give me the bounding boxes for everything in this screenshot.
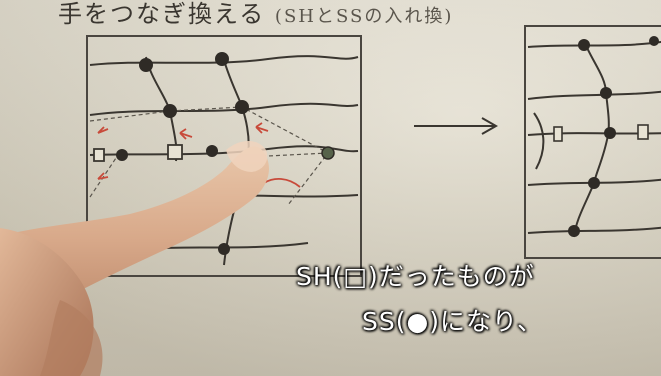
right-diagram-drawing xyxy=(527,36,661,238)
horizontal-line-1 xyxy=(89,55,359,66)
subtitle-line-2: SS(●)になり、 xyxy=(362,307,544,336)
dot-marker-icon xyxy=(218,243,230,255)
dot-marker-icon xyxy=(139,58,153,72)
dashed-guide-3 xyxy=(89,154,119,198)
dot-marker-icon xyxy=(215,52,229,66)
dot-marker-icon xyxy=(578,39,590,51)
dot-marker-icon xyxy=(116,149,128,161)
left-diagram-box xyxy=(86,35,362,277)
fingernail xyxy=(226,141,268,172)
right-diagram-box xyxy=(524,25,661,259)
curved-line-left xyxy=(533,112,545,170)
dot-marker-icon xyxy=(649,36,659,46)
heading-title: 手をつなぎ換える xyxy=(58,0,266,28)
square-marker-icon xyxy=(553,126,563,142)
heading-note: (SHとSSの入れ換) xyxy=(274,6,454,27)
dot-marker-icon xyxy=(604,127,616,139)
horizontal-line-2 xyxy=(89,102,359,116)
left-diagram-drawing xyxy=(89,52,359,266)
square-marker-icon xyxy=(93,148,105,162)
red-curve-mark xyxy=(263,178,301,188)
dot-marker-icon xyxy=(163,104,177,118)
dot-marker-icon xyxy=(235,100,249,114)
red-arrow-mark-2 xyxy=(255,122,269,134)
red-arrow-mark-1 xyxy=(179,128,193,140)
dot-marker-icon xyxy=(588,177,600,189)
red-arrow-mark-4 xyxy=(97,172,109,180)
dot-marker-icon xyxy=(600,87,612,99)
green-dot-marker-icon xyxy=(321,146,335,160)
subtitle-line-1: SH(□)だったものが xyxy=(296,262,535,291)
square-marker-icon xyxy=(637,124,649,140)
horizontal-line-2 xyxy=(527,90,661,100)
horizontal-line-5 xyxy=(527,226,661,234)
hand-shadow xyxy=(40,300,103,376)
handwritten-heading: 手をつなぎ換える (SHとSSの入れ換) xyxy=(58,0,453,29)
dot-marker-icon xyxy=(206,145,218,157)
right-arrow-icon xyxy=(414,117,498,135)
dot-marker-icon xyxy=(568,225,580,237)
square-marker-icon xyxy=(167,144,183,160)
red-arrow-mark-3 xyxy=(97,126,109,134)
